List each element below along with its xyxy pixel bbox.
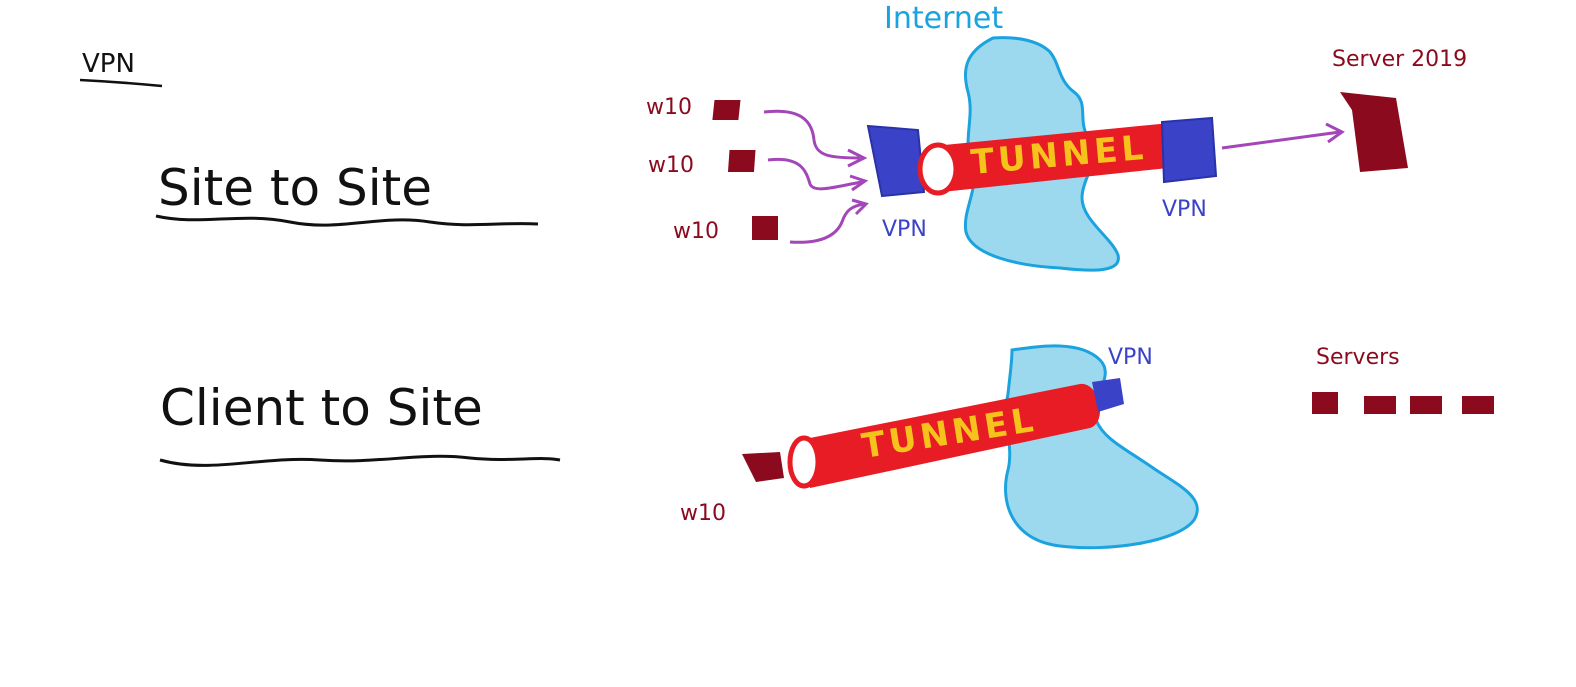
arrow-head-3 xyxy=(851,198,869,216)
client-label-3: w10 xyxy=(673,219,719,244)
client-group-site-to-site: w10 w10 w10 xyxy=(646,95,778,244)
arrow-client-2 xyxy=(767,157,863,191)
server-icon-2 xyxy=(1364,396,1396,414)
vpn-gateway-left xyxy=(866,124,926,198)
c2s-tunnel-mouth xyxy=(787,435,821,489)
vpn-left-label: VPN xyxy=(882,217,927,242)
client-device-icon-2 xyxy=(727,150,756,172)
c2s-tunnel-body xyxy=(800,383,1101,488)
client-device-icon-1 xyxy=(712,100,741,120)
vpn-right-label: VPN xyxy=(1162,197,1207,222)
servers-label: Servers xyxy=(1316,345,1400,370)
server-icon-1 xyxy=(1312,392,1338,414)
tunnel-mouth xyxy=(917,142,959,196)
internet-cloud-bottom xyxy=(1004,344,1199,550)
arrow-head-1 xyxy=(847,148,868,168)
heading-underline xyxy=(79,78,163,88)
server-icon xyxy=(1340,92,1408,172)
site-to-site-underline xyxy=(155,214,539,227)
tunnel-body xyxy=(934,124,1177,192)
c2s-vpn-gateway xyxy=(1092,378,1124,412)
c2s-client-label: w10 xyxy=(680,501,726,526)
client-label-2: w10 xyxy=(648,153,694,178)
arrow-server-head xyxy=(1325,122,1345,144)
server-icon-3 xyxy=(1410,396,1442,414)
arrow-server-line xyxy=(1221,130,1341,150)
arrow-head-2 xyxy=(849,174,869,192)
server-icon-4 xyxy=(1462,396,1494,414)
site-to-site-title: Site to Site xyxy=(158,159,432,217)
internet-label: Internet xyxy=(884,1,1003,36)
client-device-icon-3 xyxy=(752,216,778,240)
vpn-gateway-right xyxy=(1160,116,1218,184)
c2s-client-icon xyxy=(742,452,784,482)
page-heading: VPN xyxy=(82,49,135,79)
servers-group xyxy=(1312,392,1494,414)
arrow-client-3 xyxy=(789,202,865,244)
client-to-site-underline xyxy=(159,454,561,467)
arrow-client-1 xyxy=(763,109,861,160)
c2s-vpn-label: VPN xyxy=(1108,345,1153,370)
client-arrows xyxy=(763,109,869,244)
client-label-1: w10 xyxy=(646,95,692,120)
server-label: Server 2019 xyxy=(1332,47,1467,72)
arrow-to-server xyxy=(1221,122,1345,150)
client-to-site-title: Client to Site xyxy=(160,379,483,437)
